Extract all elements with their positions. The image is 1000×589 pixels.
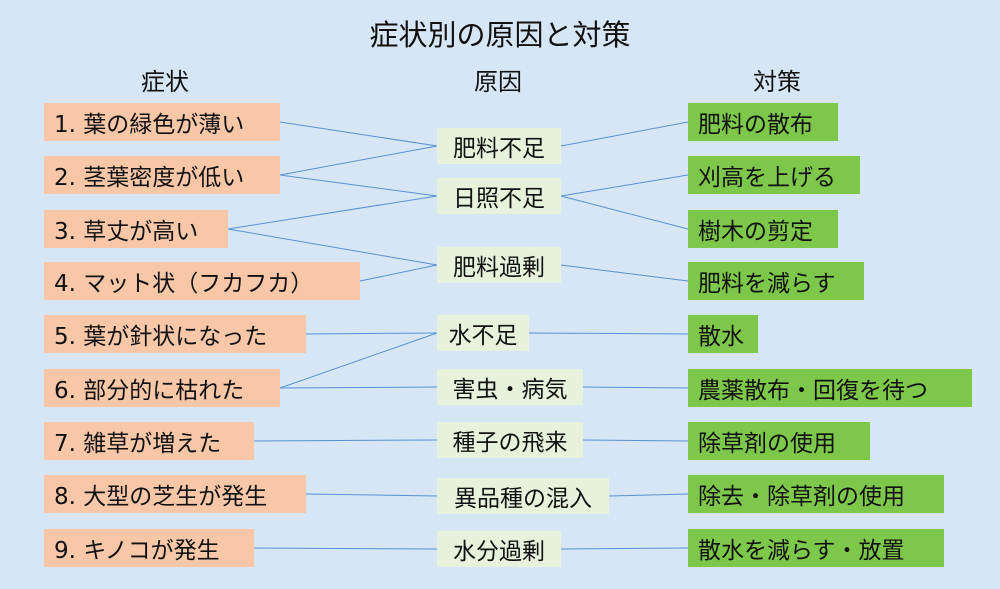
header-causes: 原因 [474, 68, 522, 96]
connector-line [582, 386, 689, 389]
header-remedies: 対策 [753, 68, 801, 96]
connector-line [279, 121, 438, 147]
connector-line [227, 195, 438, 230]
cause-box: 水分過剰 [437, 531, 561, 567]
remedy-box: 樹木の剪定 [688, 210, 838, 248]
symptom-box: 2. 茎葉密度が低い [44, 156, 280, 194]
symptom-box: 8. 大型の芝生が発生 [44, 475, 306, 513]
symptom-box: 4. マット状（フカフカ） [44, 262, 360, 300]
cause-box: 肥料不足 [437, 128, 561, 164]
connector-line [560, 264, 689, 282]
remedy-box: 刈高を上げる [688, 156, 860, 194]
remedy-box: 除去・除草剤の使用 [688, 475, 944, 513]
connector-line [279, 332, 438, 389]
cause-box: 日照不足 [437, 178, 561, 214]
remedy-box: 農薬散布・回復を待つ [688, 369, 972, 407]
connector-line [560, 195, 689, 230]
connector-line [279, 174, 438, 197]
connector-line [560, 547, 689, 550]
remedy-box: 散水 [688, 315, 758, 353]
cause-box: 害虫・病気 [437, 369, 583, 405]
cause-box: 肥料過剰 [437, 247, 561, 283]
cause-box: 異品種の混入 [437, 478, 609, 514]
connector-line [305, 493, 438, 497]
connector-line [608, 493, 689, 497]
connector-line [305, 332, 438, 335]
symptom-box: 6. 部分的に枯れた [44, 369, 280, 407]
connector-line [528, 332, 689, 335]
remedy-box: 除草剤の使用 [688, 422, 870, 460]
symptom-box: 7. 雑草が増えた [44, 422, 254, 460]
connector-line [253, 439, 438, 442]
connector-line [279, 386, 438, 389]
remedy-box: 肥料の散布 [688, 103, 838, 141]
connector-line [253, 547, 438, 550]
connector-line [560, 174, 689, 197]
connector-line [359, 264, 438, 282]
symptom-box: 5. 葉が針状になった [44, 315, 306, 353]
cause-box: 種子の飛来 [437, 422, 583, 458]
connector-line [279, 145, 438, 176]
connector-line [582, 439, 689, 442]
symptom-box: 9. キノコが発生 [44, 529, 254, 567]
connector-line [560, 121, 689, 147]
symptom-box: 1. 葉の緑色が薄い [44, 103, 280, 141]
remedy-box: 散水を減らす・放置 [688, 529, 944, 567]
connector-line [227, 228, 438, 266]
header-symptoms: 症状 [141, 68, 189, 96]
cause-box: 水不足 [437, 315, 529, 351]
diagram-title: 症状別の原因と対策 [369, 18, 631, 52]
remedy-box: 肥料を減らす [688, 262, 864, 300]
symptom-box: 3. 草丈が高い [44, 210, 228, 248]
